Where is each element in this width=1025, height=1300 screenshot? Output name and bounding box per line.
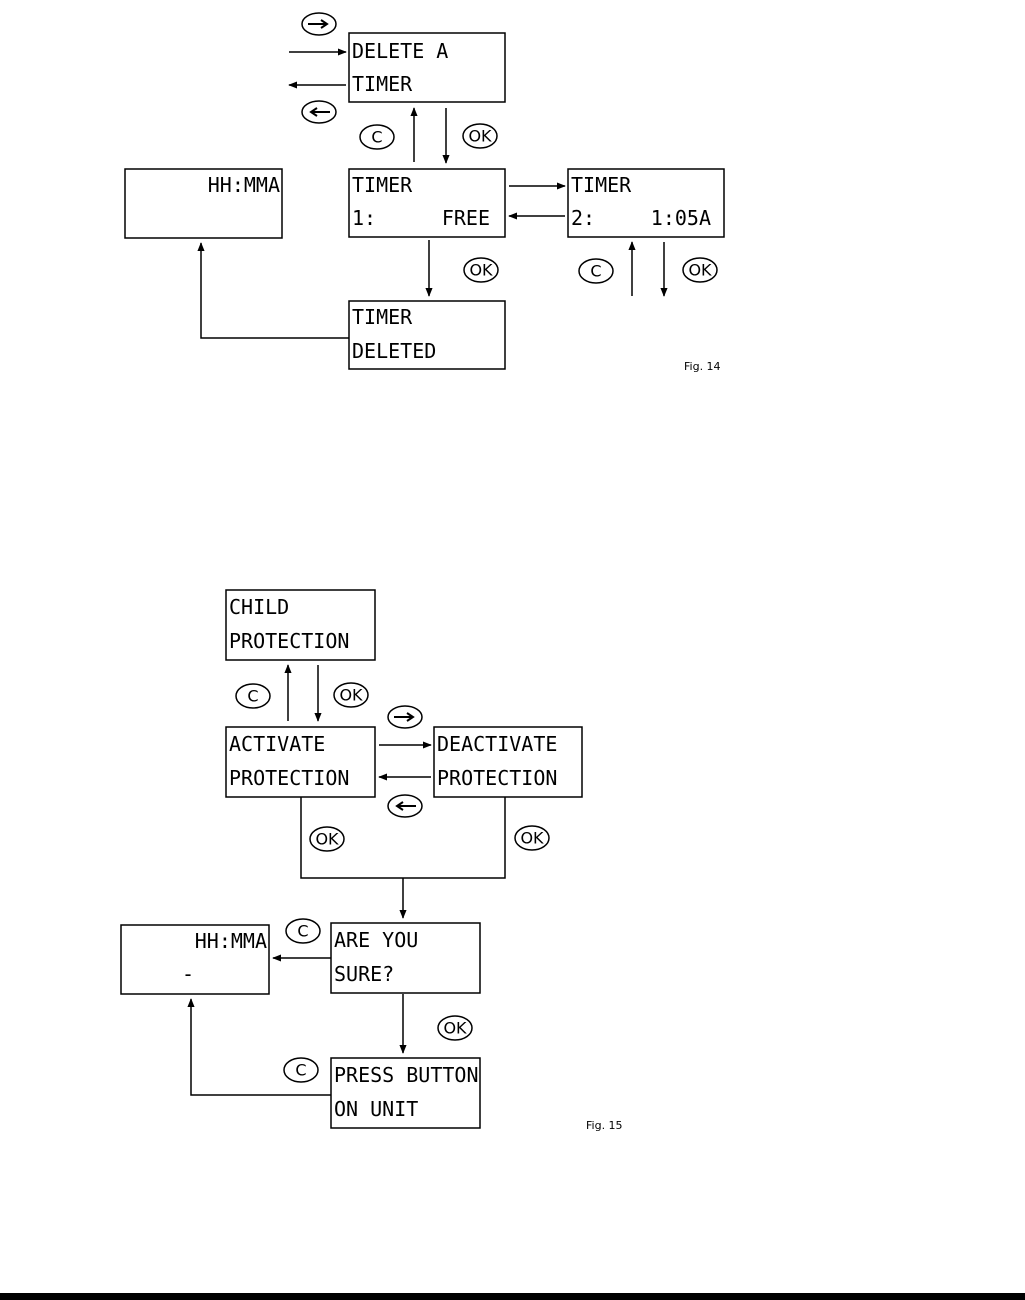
- cancel-button-icon: C: [579, 259, 613, 283]
- figure-caption: Fig. 15: [586, 1119, 623, 1132]
- cancel-button-icon: C: [286, 919, 320, 943]
- cancel-button-icon: C: [236, 684, 270, 708]
- screen-line-1: ACTIVATE: [229, 732, 325, 756]
- screen-line-2: PROTECTION: [437, 766, 557, 790]
- right-arrow-icon: [388, 706, 422, 728]
- ok-button-icon: OK: [310, 827, 344, 851]
- button-label: OK: [520, 829, 544, 848]
- screen-line-2: PROTECTION: [229, 766, 349, 790]
- button-label: OK: [443, 1019, 467, 1038]
- page-bottom-rule: [0, 1293, 1025, 1300]
- ok-button-icon: OK: [464, 258, 498, 282]
- button-label: OK: [469, 261, 493, 280]
- clock-screen: HH:MMA -: [121, 925, 269, 994]
- button-label: OK: [688, 261, 712, 280]
- button-label: C: [371, 128, 382, 147]
- ok-button-icon: OK: [683, 258, 717, 282]
- activate-protection-screen: ACTIVATE PROTECTION: [226, 727, 375, 797]
- left-arrow-icon: [388, 795, 422, 817]
- screen-line-2: TIMER: [352, 72, 413, 96]
- screen-line-1: TIMER: [352, 305, 413, 329]
- screen-line-1: ARE YOU: [334, 928, 418, 952]
- child-protection-screen: CHILD PROTECTION: [226, 590, 375, 660]
- button-label: OK: [315, 830, 339, 849]
- screen-line-2-left: 2:: [571, 206, 595, 230]
- cancel-button-icon: C: [360, 125, 394, 149]
- screen-line-2: PROTECTION: [229, 629, 349, 653]
- button-label: C: [297, 922, 308, 941]
- screen-line-2-left: 1:: [352, 206, 376, 230]
- right-arrow-icon: [302, 13, 336, 35]
- figure-caption: Fig. 14: [684, 360, 721, 373]
- fig-15: CHILD PROTECTION ACTIVATE PROTECTION DEA…: [121, 590, 623, 1132]
- screen-line-1: TIMER: [571, 173, 632, 197]
- screen-line-1: CHILD: [229, 595, 289, 619]
- screen-line-1: DELETE A: [352, 39, 448, 63]
- button-label: C: [295, 1061, 306, 1080]
- clock-screen: HH:MMA: [125, 169, 282, 238]
- button-label: C: [590, 262, 601, 281]
- are-you-sure-screen: ARE YOU SURE?: [331, 923, 480, 993]
- left-arrow-icon: [302, 101, 336, 123]
- deactivate-protection-screen: DEACTIVATE PROTECTION: [434, 727, 582, 797]
- screen-line-2-right: FREE: [442, 206, 490, 230]
- screen-line-1: HH:MMA: [195, 929, 267, 953]
- screen-line-2: -: [182, 962, 194, 986]
- cancel-button-icon: C: [284, 1058, 318, 1082]
- button-label: C: [247, 687, 258, 706]
- timer-deleted-screen: TIMER DELETED: [349, 301, 505, 369]
- ok-button-icon: OK: [463, 124, 497, 148]
- screen-line-2: ON UNIT: [334, 1097, 418, 1121]
- timer-2-screen: TIMER 2: 1:05A: [568, 169, 724, 237]
- screen-line-1: TIMER: [352, 173, 413, 197]
- delete-timer-screen: DELETE A TIMER: [349, 33, 505, 102]
- screen-line-1: DEACTIVATE: [437, 732, 557, 756]
- ok-button-icon: OK: [438, 1016, 472, 1040]
- timer-1-screen: TIMER 1: FREE: [349, 169, 505, 237]
- ok-button-icon: OK: [334, 683, 368, 707]
- screen-line-2-right: 1:05A: [651, 206, 711, 230]
- screen-line-1: PRESS BUTTON: [334, 1063, 479, 1087]
- button-label: OK: [468, 127, 492, 146]
- press-button-screen: PRESS BUTTON ON UNIT: [331, 1058, 480, 1128]
- screen-line-2: DELETED: [352, 339, 436, 363]
- fig-14: DELETE A TIMER TIMER 1: FREE TIMER 2: 1:…: [125, 13, 724, 373]
- flow-arrow: [201, 243, 349, 338]
- screen-line-2: SURE?: [334, 962, 394, 986]
- screen-line-1: HH:MMA: [208, 173, 280, 197]
- ok-button-icon: OK: [515, 826, 549, 850]
- button-label: OK: [339, 686, 363, 705]
